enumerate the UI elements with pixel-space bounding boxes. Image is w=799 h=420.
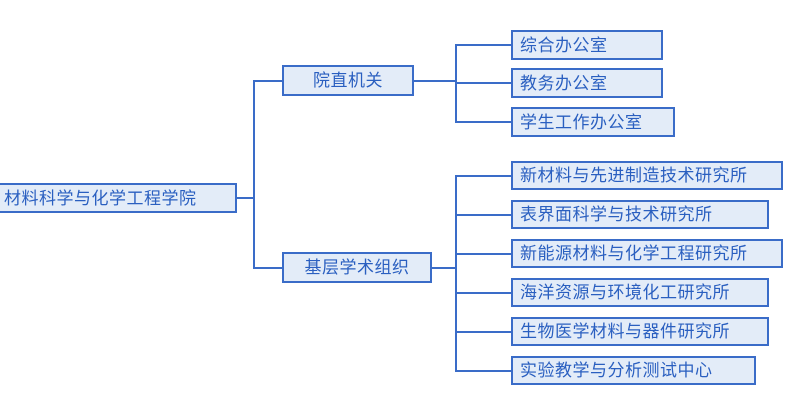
node-leaf-biomedical-materials-institute[interactable]: 生物医学材料与器件研究所 — [511, 317, 769, 346]
node-leaf-academic-affairs-office[interactable]: 教务办公室 — [511, 68, 663, 98]
connector-branch-1-to-child-3 — [455, 121, 513, 123]
node-branch-direct-offices-label: 院直机关 — [313, 71, 383, 90]
connector-branch-2-trunk — [455, 175, 457, 371]
node-root-college[interactable]: 材料科学与化学工程学院 — [0, 183, 237, 213]
connector-branch-2-to-child-4 — [455, 292, 513, 294]
node-branch-direct-offices[interactable]: 院直机关 — [282, 65, 414, 96]
connector-branch-1-to-child-1 — [455, 44, 513, 46]
node-leaf-academic-affairs-office-label: 教务办公室 — [520, 73, 608, 93]
node-leaf-biomedical-materials-institute-label: 生物医学材料与器件研究所 — [520, 322, 730, 341]
node-branch-academic-organizations-label: 基层学术组织 — [304, 258, 410, 277]
connector-branch-2-to-child-5 — [455, 331, 513, 333]
connector-branch-2-to-child-1 — [455, 175, 513, 177]
connector-root-to-branch-1 — [253, 80, 282, 82]
node-leaf-marine-resources-institute[interactable]: 海洋资源与环境化工研究所 — [511, 278, 769, 307]
node-leaf-general-office-label: 综合办公室 — [520, 35, 608, 55]
node-leaf-student-affairs-office-label: 学生工作办公室 — [520, 112, 643, 132]
node-leaf-experimental-teaching-center[interactable]: 实验教学与分析测试中心 — [511, 356, 756, 385]
connector-branch-1-to-child-2 — [455, 82, 513, 84]
node-leaf-experimental-teaching-center-label: 实验教学与分析测试中心 — [520, 361, 713, 380]
node-branch-academic-organizations[interactable]: 基层学术组织 — [282, 252, 432, 283]
connector-root-trunk — [253, 80, 255, 269]
node-leaf-marine-resources-institute-label: 海洋资源与环境化工研究所 — [520, 283, 730, 302]
node-leaf-new-materials-institute-label: 新材料与先进制造技术研究所 — [520, 166, 748, 185]
connector-root-to-branch-2 — [253, 267, 282, 269]
connector-branch-2-stub — [432, 267, 455, 269]
node-leaf-surface-interface-institute-label: 表界面科学与技术研究所 — [520, 205, 713, 224]
node-root-college-label: 材料科学与化学工程学院 — [4, 188, 197, 208]
connector-root-stub — [237, 197, 254, 199]
node-leaf-surface-interface-institute[interactable]: 表界面科学与技术研究所 — [511, 200, 769, 229]
node-leaf-new-materials-institute[interactable]: 新材料与先进制造技术研究所 — [511, 161, 783, 190]
connector-branch-2-to-child-6 — [455, 370, 513, 372]
node-leaf-student-affairs-office[interactable]: 学生工作办公室 — [511, 107, 675, 137]
node-leaf-new-energy-materials-institute[interactable]: 新能源材料与化学工程研究所 — [511, 239, 783, 268]
connector-branch-1-stub — [414, 80, 455, 82]
node-leaf-new-energy-materials-institute-label: 新能源材料与化学工程研究所 — [520, 244, 748, 263]
connector-branch-2-to-child-2 — [455, 214, 513, 216]
connector-branch-2-to-child-3 — [455, 253, 513, 255]
node-leaf-general-office[interactable]: 综合办公室 — [511, 30, 663, 60]
